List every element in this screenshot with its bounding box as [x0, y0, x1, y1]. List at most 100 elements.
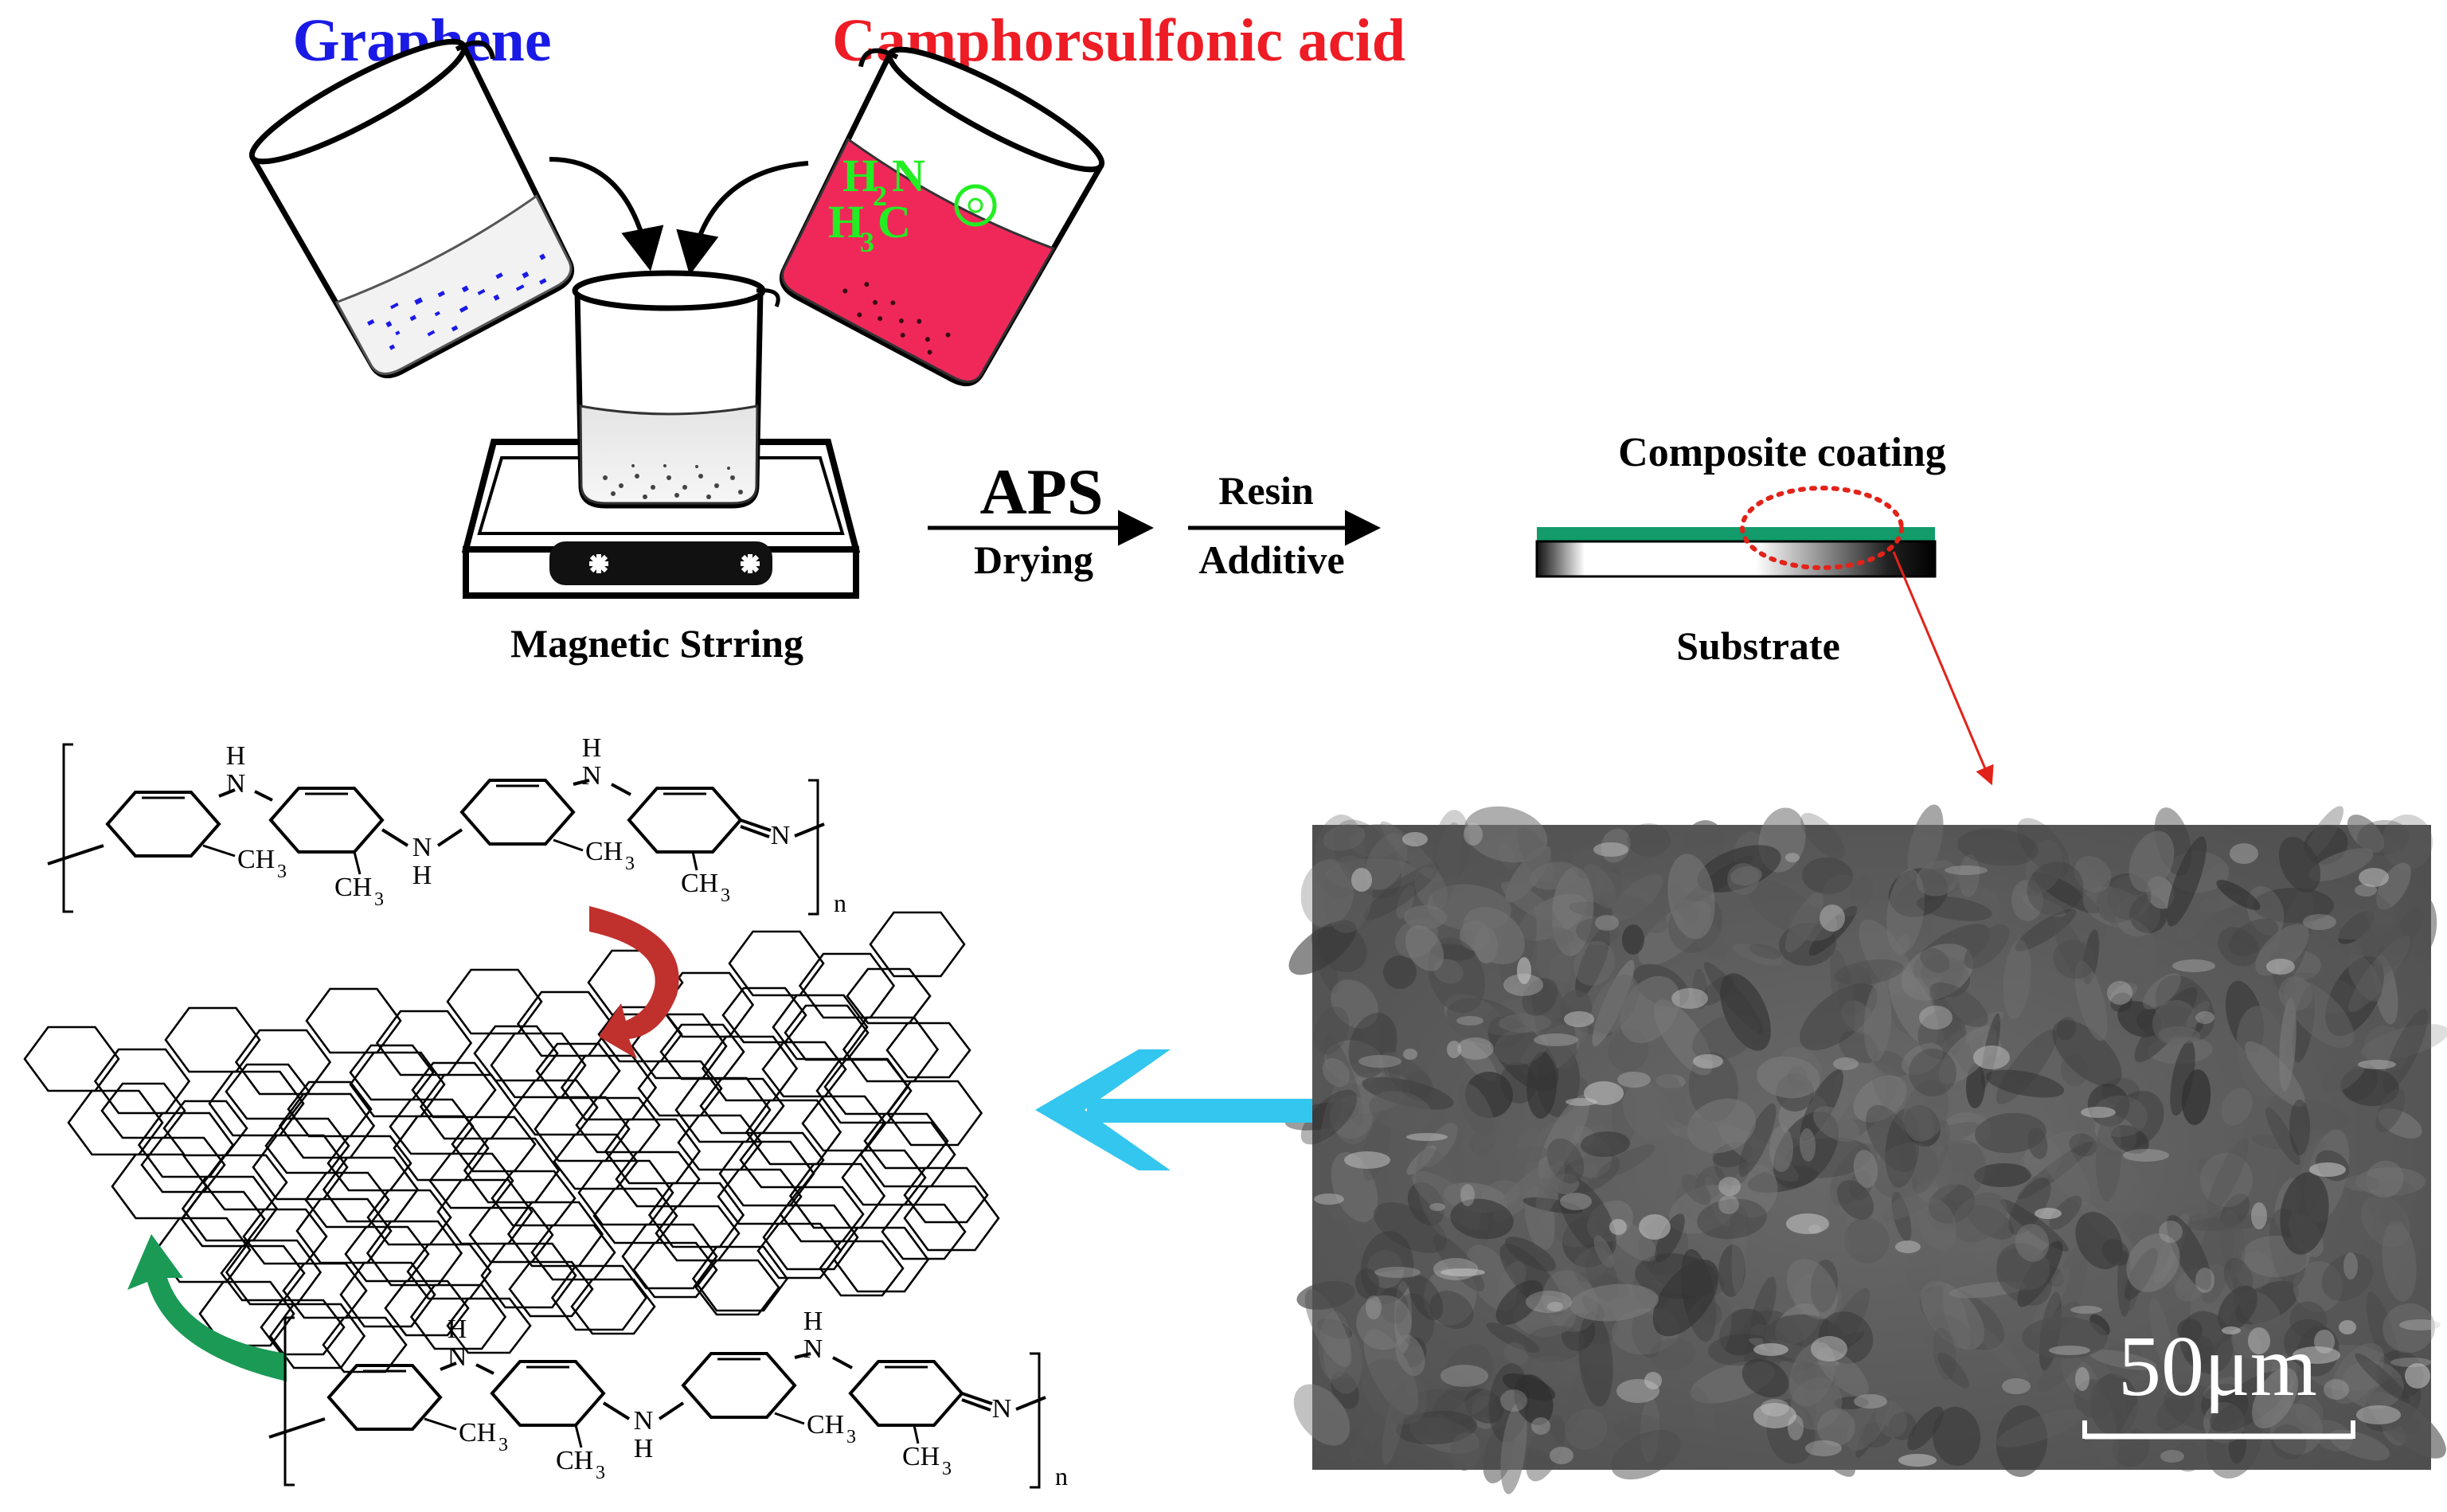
hexagon	[779, 1186, 865, 1243]
hexagon	[154, 1217, 252, 1283]
hexagon	[365, 1220, 463, 1287]
hexagon	[491, 1170, 577, 1227]
hexagon	[451, 1115, 537, 1173]
benzene-ring	[681, 1352, 797, 1419]
hexagon	[225, 1063, 311, 1120]
hexagon	[772, 994, 869, 1061]
amine-n: N	[634, 1406, 654, 1436]
hexagon	[473, 1025, 559, 1082]
hexagon	[739, 1131, 825, 1189]
hexagon	[344, 1225, 430, 1283]
left-bracket	[62, 743, 73, 913]
benzene-ring	[268, 787, 385, 854]
svg-text:H: H	[842, 150, 878, 201]
graphene-beaker	[248, 38, 575, 379]
repeat-unit-n: n	[1055, 1462, 1068, 1491]
svg-text:N: N	[892, 150, 925, 201]
hexagon	[550, 1264, 648, 1331]
methyl-subscript: 3	[721, 885, 730, 906]
hexagon	[67, 1089, 164, 1156]
amine-h: H	[226, 741, 246, 771]
hexagon	[801, 1095, 887, 1152]
hexagon	[842, 1016, 940, 1083]
hexagon	[375, 1010, 473, 1076]
benzene-ring	[459, 779, 576, 846]
hexagon	[694, 1259, 780, 1316]
imine-n: N	[992, 1394, 1012, 1424]
hexagon	[823, 1058, 909, 1115]
scale-bar-label: 50μm	[2118, 1319, 2317, 1414]
stirrer-knob-left	[589, 554, 608, 573]
methyl-group: CH	[681, 869, 718, 898]
hexagon	[553, 1133, 639, 1190]
amine-n: N	[582, 761, 602, 791]
hexagon	[436, 1178, 534, 1245]
hexagon	[202, 1154, 288, 1211]
hexagon	[282, 1262, 368, 1319]
hexagon	[699, 1077, 785, 1135]
hexagon	[93, 1048, 191, 1115]
hexagon	[490, 1032, 587, 1099]
hexagon	[349, 1044, 435, 1101]
methyl-group: CH	[459, 1418, 496, 1448]
magnetic-stirring-label: Magnetic Strring	[510, 621, 803, 666]
zoom-pointer-arrow	[1892, 551, 1994, 786]
hexagon	[575, 1096, 661, 1154]
right-bracket	[808, 779, 819, 916]
methyl-group: CH	[902, 1442, 940, 1471]
hexagon	[535, 1042, 621, 1100]
methyl-subscript: 3	[498, 1435, 508, 1455]
hexagon	[480, 1242, 577, 1309]
methyl-group: CH	[556, 1446, 593, 1475]
hexagon	[468, 1206, 554, 1264]
methyl-subscript: 3	[374, 889, 384, 910]
methyl-group: CH	[585, 837, 623, 866]
aps-label: APS	[980, 455, 1104, 528]
hexagon	[305, 987, 402, 1054]
graphene-layer-front	[100, 967, 989, 1373]
green-curved-arrow	[127, 1234, 287, 1381]
methyl-group: CH	[334, 873, 372, 902]
svg-text:2: 2	[873, 180, 887, 212]
hexagon	[560, 1054, 658, 1121]
hexagon	[393, 1115, 490, 1182]
methyl-group: CH	[237, 845, 275, 874]
hexagon	[745, 1099, 842, 1166]
hexagon	[428, 1152, 514, 1209]
hexagon	[513, 1079, 599, 1136]
hexagon	[326, 1135, 412, 1192]
stirrer-knob-right	[741, 554, 760, 573]
hexagon	[140, 1136, 226, 1194]
hexagon	[784, 1004, 870, 1061]
hexagon	[208, 1070, 305, 1137]
hexagon	[659, 1023, 745, 1080]
hexagon	[180, 1190, 266, 1248]
hexagon	[322, 1316, 408, 1373]
left-bracket	[283, 1316, 295, 1487]
substrate-block	[1535, 540, 1937, 578]
hexagon	[295, 1197, 393, 1264]
hexagon	[419, 1073, 517, 1140]
graphene-particles	[366, 253, 547, 350]
amine-h: H	[803, 1307, 823, 1336]
amine-n: N	[448, 1342, 467, 1372]
sem-surface-texture	[1284, 804, 2447, 1494]
hexagon	[655, 1205, 741, 1262]
hexagon	[903, 1166, 989, 1224]
hexagon	[717, 1168, 803, 1225]
hexagon	[260, 1299, 346, 1356]
hexagon	[23, 1026, 120, 1092]
amine-h: H	[448, 1315, 467, 1344]
resin-label: Resin	[1218, 468, 1314, 513]
amine-n: N	[412, 833, 432, 862]
hexagon	[798, 952, 896, 1019]
hexagon	[604, 1118, 702, 1185]
hexagon	[885, 1022, 971, 1079]
hexagon	[242, 1208, 328, 1265]
benzene-ring	[848, 1360, 964, 1427]
composite-coating-layer	[1537, 527, 1935, 541]
benzene-ring	[627, 787, 743, 854]
hexagon	[366, 1189, 452, 1246]
hexagon	[287, 1080, 373, 1138]
